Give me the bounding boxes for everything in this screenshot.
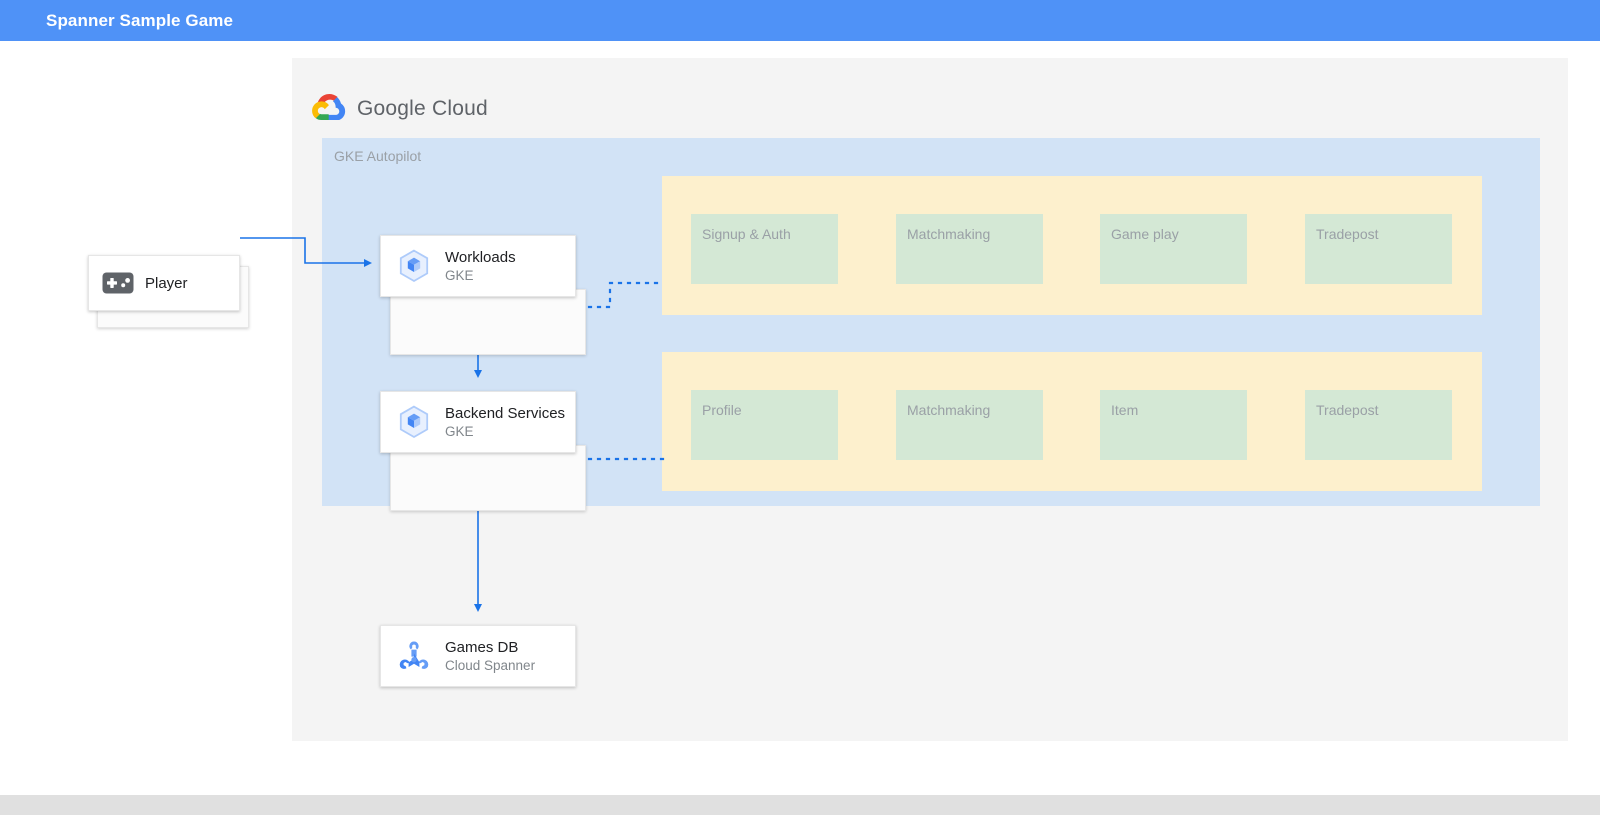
gke-autopilot-label: GKE Autopilot (334, 148, 422, 164)
gke-hexagon-icon (397, 249, 431, 283)
service-box-label: Matchmaking (907, 226, 991, 242)
service-box-game-play[interactable]: Game play (1100, 214, 1247, 284)
service-box-profile[interactable]: Profile (691, 390, 838, 460)
service-box-label: Signup & Auth (702, 226, 791, 242)
workloads-card-stack (390, 289, 586, 355)
gamepad-icon (101, 266, 135, 300)
service-box-item[interactable]: Item (1100, 390, 1247, 460)
node-games-db-text: Games DB Cloud Spanner (445, 638, 535, 675)
node-player[interactable]: Player (88, 255, 240, 311)
google-cloud-panel: Google Cloud GKE Autopilot Signup & Auth… (292, 58, 1568, 741)
node-backend-services[interactable]: Backend Services GKE (380, 391, 576, 453)
node-workloads[interactable]: Workloads GKE (380, 235, 576, 297)
node-title: Workloads (445, 248, 516, 266)
node-title: Player (145, 274, 188, 292)
gke-autopilot-panel: GKE Autopilot Signup & Auth Matchmaking … (322, 138, 1540, 506)
google-cloud-wordmark: Google Cloud (357, 97, 488, 121)
backend-services-card-stack (390, 445, 586, 511)
service-box-signup-auth[interactable]: Signup & Auth (691, 214, 838, 284)
node-player-text: Player (145, 274, 188, 293)
node-games-db[interactable]: Games DB Cloud Spanner (380, 625, 576, 687)
node-title: Backend Services (445, 404, 566, 422)
app-title: Spanner Sample Game (46, 10, 234, 30)
service-box-label: Item (1111, 402, 1139, 418)
service-box-label: Tradepost (1316, 402, 1379, 418)
workloads-service-group: Signup & Auth Matchmaking Game play Trad… (662, 176, 1482, 315)
bottom-strip (0, 795, 1600, 815)
backend-service-group: Profile Matchmaking Item Tradepost (662, 352, 1482, 491)
architecture-diagram: Google Cloud GKE Autopilot Signup & Auth… (0, 41, 1600, 795)
node-subtitle: GKE (445, 423, 474, 439)
gke-hexagon-icon (397, 405, 431, 439)
service-box-label: Profile (702, 402, 742, 418)
service-box-tradepost[interactable]: Tradepost (1305, 214, 1452, 284)
cloud-spanner-icon (397, 639, 431, 673)
node-subtitle: GKE (445, 267, 474, 283)
app-bar: Spanner Sample Game (0, 0, 1600, 41)
service-box-tradepost-backend[interactable]: Tradepost (1305, 390, 1452, 460)
service-box-matchmaking-backend[interactable]: Matchmaking (896, 390, 1043, 460)
service-box-matchmaking[interactable]: Matchmaking (896, 214, 1043, 284)
service-box-label: Game play (1111, 226, 1179, 242)
node-title: Games DB (445, 638, 519, 656)
google-cloud-logo-icon (312, 92, 346, 125)
brand-word-google: Google (357, 96, 426, 120)
node-workloads-text: Workloads GKE (445, 248, 516, 285)
node-subtitle: Cloud Spanner (445, 657, 536, 673)
service-box-label: Matchmaking (907, 402, 991, 418)
brand-word-cloud: Cloud (431, 96, 488, 120)
service-box-label: Tradepost (1316, 226, 1379, 242)
node-backend-services-text: Backend Services GKE (445, 404, 565, 441)
google-cloud-branding: Google Cloud (312, 92, 488, 125)
